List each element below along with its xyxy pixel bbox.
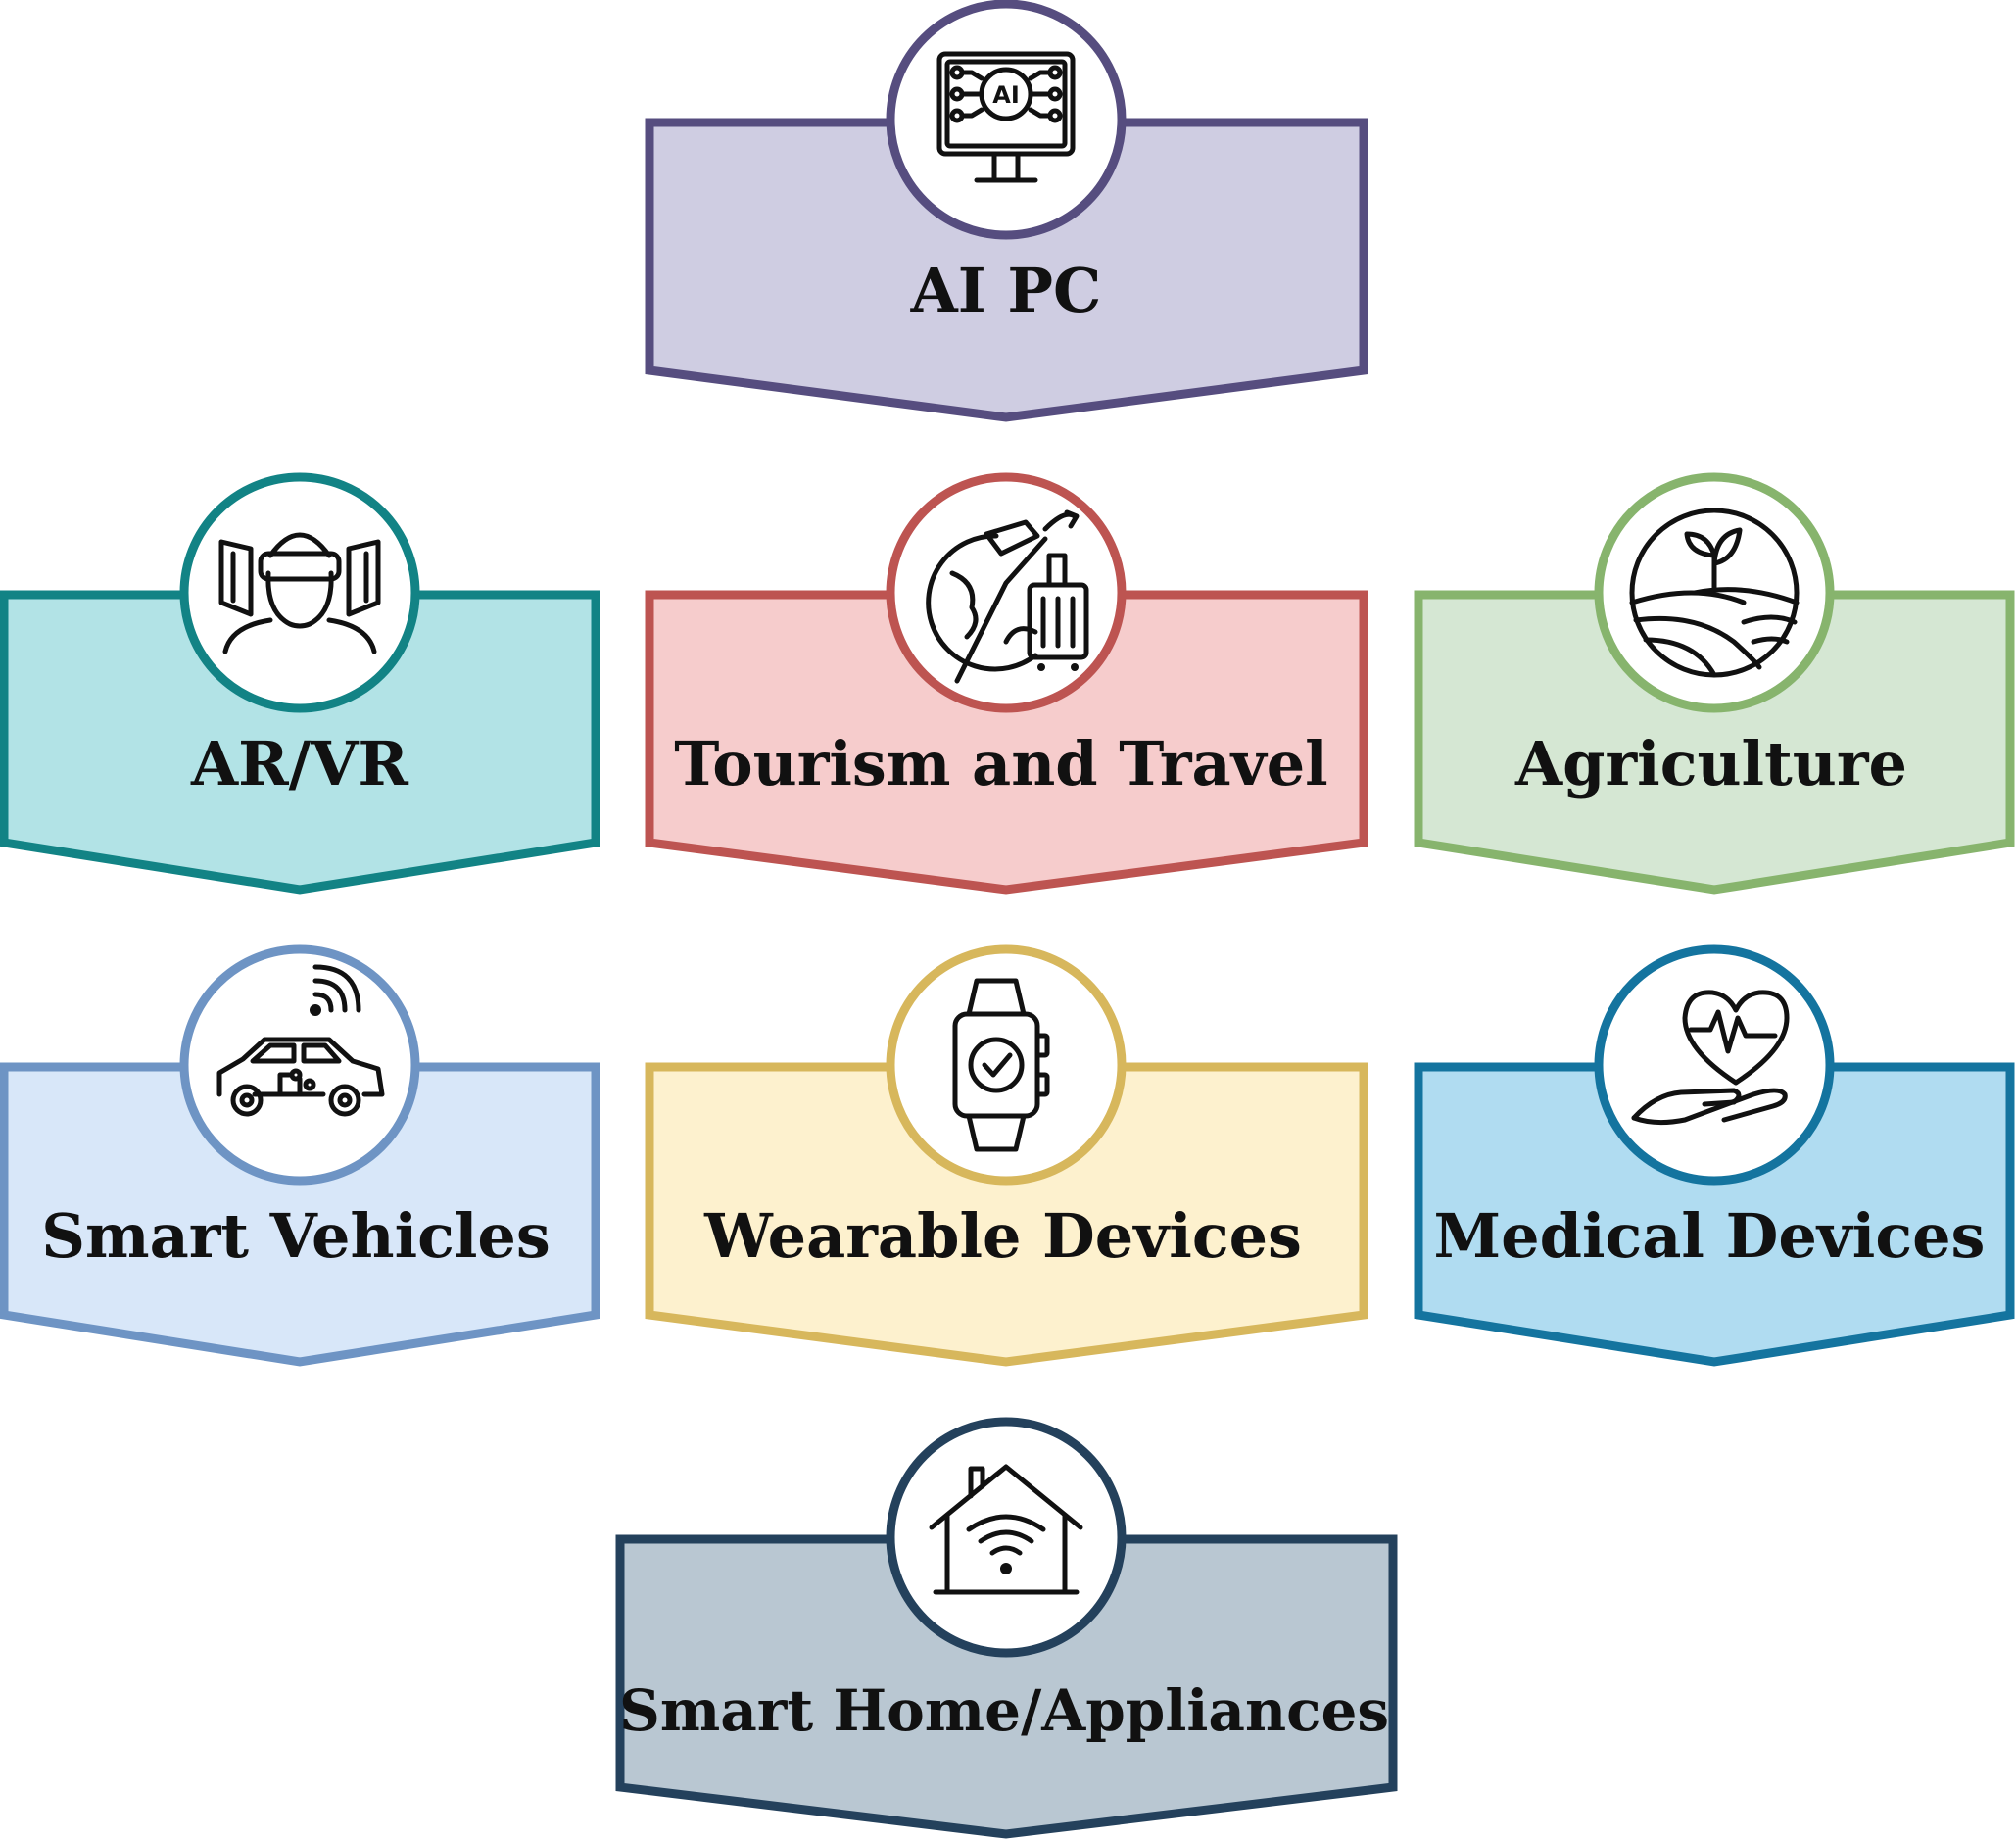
heart-hand-icon	[1631, 990, 1790, 1126]
card-smart-vehicles-shape	[0, 1062, 600, 1367]
card-medical-devices-shape	[1414, 1062, 2015, 1367]
card-ar-vr-badge	[179, 472, 420, 713]
card-smart-home-label: Smart Home/Appliances	[619, 1677, 1389, 1744]
card-medical-devices: Medical Devices	[1414, 944, 2015, 1367]
smart-home-icon	[929, 1464, 1083, 1595]
card-wearable-devices-shape	[645, 1062, 1368, 1367]
plant-field-icon	[1629, 508, 1800, 678]
card-ar-vr: AR/VR	[0, 472, 600, 895]
card-ai-pc: AI AI PC	[645, 0, 1368, 422]
card-ai-pc-label: AI PC	[910, 255, 1102, 326]
card-tourism-travel-label: Tourism and Travel	[674, 728, 1327, 799]
vr-headset-icon	[218, 532, 381, 654]
ai-monitor-icon: AI	[936, 51, 1076, 183]
ai-monitor-icon-text: AI	[992, 81, 1020, 109]
card-smart-home-badge	[886, 1417, 1127, 1658]
card-wearable-devices-label: Wearable Devices	[703, 1200, 1302, 1272]
connected-car-icon	[216, 964, 385, 1117]
card-agriculture-shape	[1414, 590, 2015, 895]
card-agriculture-label: Agriculture	[1514, 728, 1907, 799]
card-smart-vehicles: Smart Vehicles	[0, 944, 600, 1367]
card-ai-pc-shape	[645, 118, 1368, 422]
card-medical-devices-label: Medical Devices	[1434, 1200, 1986, 1272]
card-smart-vehicles-badge	[179, 944, 420, 1186]
card-ar-vr-label: AR/VR	[190, 728, 408, 799]
travel-globe-icon	[926, 509, 1089, 684]
card-smart-home-shape	[615, 1534, 1398, 1839]
card-wearable-devices: Wearable Devices	[645, 944, 1368, 1367]
card-tourism-travel: Tourism and Travel	[645, 472, 1368, 895]
card-tourism-travel-shape	[645, 590, 1368, 895]
card-wearable-devices-badge	[886, 944, 1127, 1186]
card-smart-vehicles-label: Smart Vehicles	[41, 1200, 551, 1272]
card-ar-vr-shape	[0, 590, 600, 895]
card-agriculture: Agriculture	[1414, 472, 2015, 895]
smartwatch-icon	[952, 978, 1050, 1152]
card-smart-home: Smart Home/Appliances	[615, 1417, 1398, 1839]
